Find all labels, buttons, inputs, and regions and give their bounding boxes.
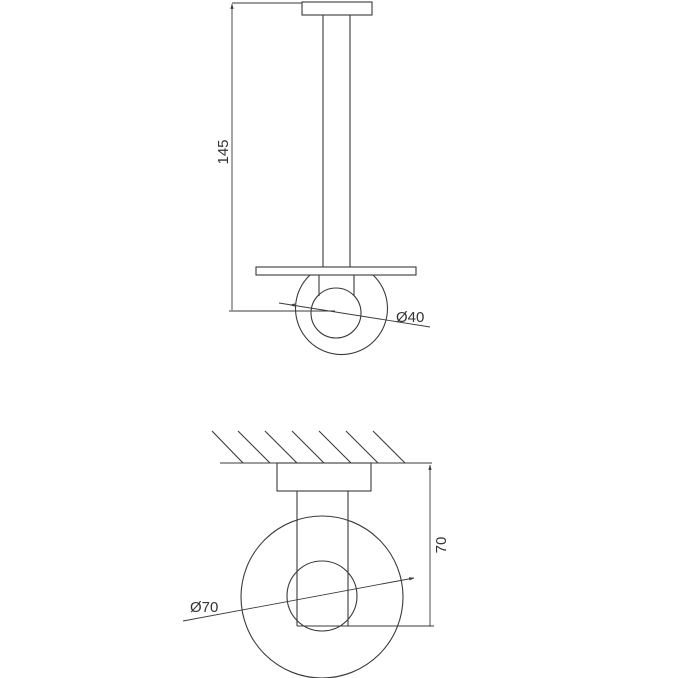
height-dimension-label: 145 bbox=[215, 139, 232, 164]
depth-dimension-label: 70 bbox=[433, 537, 450, 554]
diameter-70-label: Ø70 bbox=[190, 599, 218, 616]
diameter-70-leader bbox=[182, 577, 415, 622]
outer-ring bbox=[294, 274, 389, 355]
bottom-view: 70 Ø70 bbox=[182, 430, 450, 678]
diameter-40-label: Ø40 bbox=[396, 309, 424, 326]
inner-ring bbox=[310, 287, 362, 339]
wall-hatching bbox=[211, 430, 432, 464]
mounting-plate bbox=[255, 266, 417, 276]
diameter-40-leader bbox=[278, 302, 431, 328]
top-flange bbox=[301, 1, 373, 16]
top-view: 145 Ø40 bbox=[215, 1, 431, 355]
outer-rose bbox=[240, 515, 404, 678]
inner-rose bbox=[286, 560, 358, 632]
wall-flange bbox=[276, 462, 372, 492]
